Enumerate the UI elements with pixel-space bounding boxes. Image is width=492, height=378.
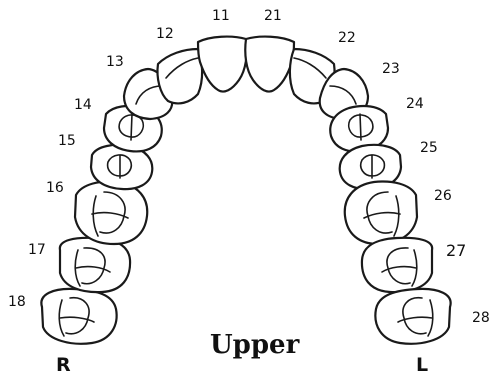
tooth-label-24: 24	[406, 96, 424, 112]
tooth-label-12: 12	[156, 26, 174, 42]
right-side-label: R	[56, 354, 71, 376]
tooth-26[interactable]	[343, 180, 419, 246]
tooth-label-25: 25	[420, 140, 438, 156]
tooth-label-16: 16	[46, 180, 64, 196]
tooth-label-27: 27	[446, 241, 466, 260]
tooth-18[interactable]	[40, 287, 118, 345]
tooth-label-22: 22	[338, 30, 356, 46]
tooth-16[interactable]	[73, 180, 149, 246]
arch-title: Upper	[210, 330, 300, 360]
tooth-label-21: 21	[264, 8, 282, 24]
tooth-label-14: 14	[74, 97, 92, 113]
tooth-label-18: 18	[8, 294, 26, 310]
tooth-label-26: 26	[434, 188, 452, 204]
tooth-label-15: 15	[58, 133, 76, 149]
tooth-12[interactable]	[156, 47, 204, 105]
tooth-label-11: 11	[212, 8, 230, 24]
left-side-label: L	[416, 354, 428, 376]
tooth-label-28: 28	[472, 310, 490, 326]
tooth-label-23: 23	[382, 61, 400, 77]
tooth-label-13: 13	[106, 54, 124, 70]
tooth-28[interactable]	[374, 287, 452, 345]
tooth-17[interactable]	[58, 236, 132, 294]
tooth-11[interactable]	[196, 35, 248, 93]
tooth-label-17: 17	[28, 242, 46, 258]
tooth-21[interactable]	[244, 35, 296, 93]
tooth-27[interactable]	[360, 236, 434, 294]
